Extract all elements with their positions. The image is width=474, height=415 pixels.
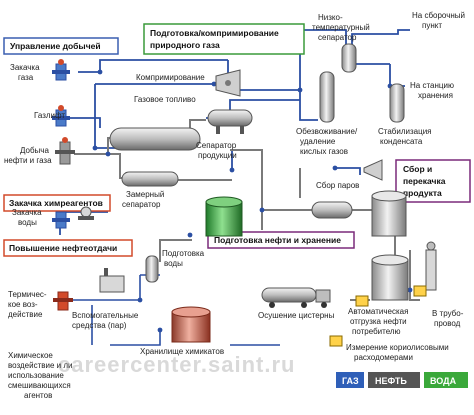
production-wellhead [55, 137, 75, 165]
label-tanker-drain: Осушение цистерны [258, 311, 335, 320]
label-water-injection-2: воды [18, 218, 37, 227]
label-auto-ship-2: отгрузка нефти [350, 317, 407, 326]
svg-text:перекачка: перекачка [403, 176, 446, 186]
label-auto-ship-1: Автоматическая [348, 307, 408, 316]
label-water-injection-1: Закачка [12, 208, 42, 217]
legend-gas: ГАЗ [336, 372, 364, 388]
legend: ГАЗ НЕФТЬ ВОДА [336, 372, 468, 388]
water-tank [205, 196, 243, 237]
label-vapor-collection: Сбор паров [316, 181, 359, 190]
tanker-truck [261, 287, 331, 308]
label-chem-storage: Хранилище химикатов [140, 347, 224, 356]
label-water-prep-1: Подготовка [162, 249, 205, 258]
water-injection-wellhead [52, 211, 70, 229]
test-separator [121, 171, 179, 187]
label-test-separator-2: сепаратор [122, 200, 161, 209]
svg-text:природного газа: природного газа [150, 40, 220, 50]
stabilization-column [389, 83, 405, 123]
label-chemical-action-2: воздействие и ли [8, 361, 72, 370]
label-auto-ship-3: потребителю [352, 327, 401, 336]
label-to-pipeline-1: В трубо- [432, 309, 464, 318]
svg-text:Сбор и: Сбор и [403, 164, 432, 174]
label-to-storage-2: хранения [418, 91, 453, 100]
watermark: careercenter.saint.ru [58, 352, 295, 377]
inlet-separator [207, 109, 253, 134]
label-stabilization-2: конденсата [380, 137, 423, 146]
label-fuel-gas: Газовое топливо [134, 95, 196, 104]
steam-generator [99, 268, 125, 293]
coriolis-flowmeter [329, 285, 427, 347]
svg-text:Закачка химреагентов: Закачка химреагентов [9, 198, 103, 208]
label-thermal-3: действие [8, 310, 43, 319]
label-coriolis-1: Измерение кориолисовыми [346, 343, 449, 352]
label-oil-gas-prod-1: Добыча [20, 146, 49, 155]
label-gas-injection-2: газа [18, 73, 34, 82]
label-water-prep-2: воды [164, 259, 183, 268]
water-treatment-vessel [145, 255, 159, 283]
box-production-control: Управление добычей [3, 37, 119, 55]
label-thermal-1: Термичес- [8, 290, 47, 299]
label-gas-lift: Газлифт [34, 111, 65, 120]
oil-treatment-vessel [311, 201, 353, 219]
low-temperature-separator [341, 43, 357, 73]
box-gas-preparation: Подготовка/компримирование природного га… [143, 23, 305, 55]
label-to-pipeline-2: провод [434, 319, 461, 328]
label-lowtemp-sep-3: сепаратор [318, 33, 357, 42]
production-separator [109, 127, 201, 151]
label-lowtemp-sep-1: Низко- [318, 13, 343, 22]
svg-text:продукта: продукта [403, 188, 442, 198]
label-prod-separator-2: продукции [198, 151, 237, 160]
label-to-collection-2: пункт [422, 21, 442, 30]
legend-water: ВОДА [424, 372, 468, 388]
oil-storage-tank-1 [371, 190, 407, 237]
svg-text:Управление добычей: Управление добычей [10, 41, 101, 51]
label-thermal-2: кое воз- [8, 300, 38, 309]
box-chemical-injection: Закачка химреагентов [3, 194, 111, 212]
label-lowtemp-sep-2: температурный [312, 23, 370, 32]
box-enhanced-recovery: Повышение нефтеотдачи [3, 239, 133, 257]
svg-text:Повышение нефтеотдачи: Повышение нефтеотдачи [9, 243, 117, 253]
label-to-storage-1: На станцию [410, 81, 454, 90]
svg-text:НЕФТЬ: НЕФТЬ [375, 376, 407, 386]
legend-oil: НЕФТЬ [368, 372, 420, 388]
label-dehydration-1: Обезвоживание/ [296, 127, 358, 136]
chemical-dosing-pump [78, 206, 94, 220]
label-chemical-action-4: смешивающихся [8, 381, 71, 390]
svg-text:Подготовка/компримирование: Подготовка/компримирование [150, 28, 279, 38]
label-chemical-action-1: Химическое [8, 351, 53, 360]
oil-storage-tank-2 [371, 254, 409, 301]
label-chemical-action-3: использование [8, 371, 64, 380]
gas-injection-wellhead [52, 59, 70, 81]
box-collection-pumping: Сбор и перекачка продукта [395, 159, 471, 203]
vapor-recovery-unit [363, 159, 383, 181]
box-oil-preparation: Подготовка нефти и хранение [207, 231, 355, 249]
dehydration-column [319, 71, 335, 123]
label-to-collection-1: На сборочный [412, 11, 465, 20]
gas-lift-wellhead [52, 105, 70, 127]
pipeline-outlet [425, 241, 437, 291]
label-coriolis-2: расходомерами [354, 353, 413, 362]
thermal-wellhead [53, 291, 73, 311]
label-aux-means-1: Вспомогательные [72, 311, 139, 320]
label-prod-separator-1: Сепаратор [196, 141, 237, 150]
label-dehydration-3: кислых газов [300, 147, 348, 156]
label-oil-gas-prod-2: нефти и газа [4, 156, 52, 165]
label-stabilization-1: Стабилизация [378, 127, 432, 136]
label-aux-means-2: средства (пар) [72, 321, 127, 330]
label-gas-injection-1: Закачка [10, 63, 40, 72]
svg-text:ВОДА: ВОДА [430, 376, 457, 386]
compressor [215, 69, 241, 97]
label-dehydration-2: удаление [300, 137, 336, 146]
chemical-storage-tank [171, 306, 211, 343]
svg-text:ГАЗ: ГАЗ [342, 376, 359, 386]
label-compression: Компримирование [136, 73, 205, 82]
label-chemical-action-5: агентов [24, 391, 52, 400]
svg-text:Подготовка нефти и хранение: Подготовка нефти и хранение [214, 235, 341, 245]
label-test-separator-1: Замерный [126, 190, 164, 199]
